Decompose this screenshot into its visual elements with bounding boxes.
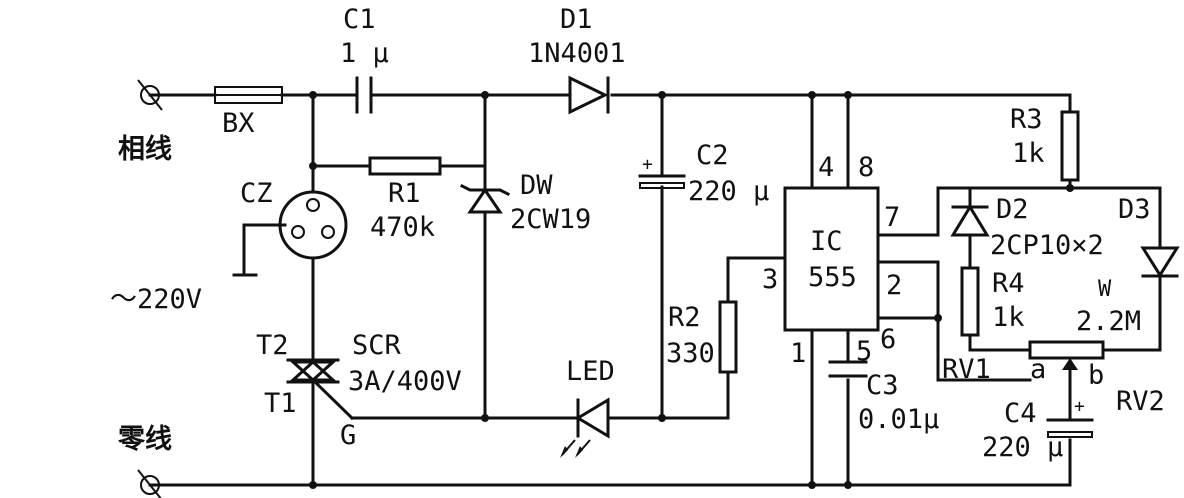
scr-value: 3A/400V [348,366,462,397]
pin2-label: 2 [886,270,902,301]
c2-name: C2 [696,140,729,171]
w-value: 2.2M [1076,306,1141,337]
capacitor-c2 [638,174,686,189]
pin1-label: 1 [790,338,806,369]
c3-name: C3 [866,370,899,401]
led-label: LED [566,356,615,387]
r3-name: R3 [1010,104,1043,135]
pin4-label: 4 [818,152,834,183]
capacitor-c4 [1046,418,1094,438]
capacitor-c1 [355,76,373,114]
dw-value: 2CW19 [510,204,591,235]
led [560,397,610,458]
r4-value: 1k [992,302,1025,333]
d1-name: D1 [560,4,593,35]
c1-name: C1 [343,4,376,35]
pin8-label: 8 [858,152,874,183]
neutral-line-label: 零线 [117,424,172,455]
t1-label: T1 [264,388,297,419]
node-b-label: b [1088,360,1104,391]
t2-label: T2 [256,330,289,361]
mains-label: ～220V [110,284,202,315]
neutral-terminal [137,469,162,498]
r1-value: 470k [370,212,435,243]
ic-name: IC [810,226,843,257]
ic-555 [783,186,880,332]
c1-value: 1 μ [340,38,389,69]
socket-cz [232,190,348,277]
scr-name: SCR [352,330,402,361]
resistor-r3 [1060,110,1080,182]
c4-plus: + [1074,396,1085,417]
fuse-bx [214,86,283,104]
bx-label: BX [222,108,255,139]
node-a-label: a [1030,354,1046,385]
pin6-label: 6 [880,324,896,355]
d1-value: 1N4001 [528,38,626,69]
w-name: W [1098,277,1112,302]
pin7-label: 7 [884,202,900,233]
wires [148,93,1162,487]
gate-label: G [340,420,356,451]
r2-name: R2 [668,302,701,333]
capacitor-c3 [828,360,868,378]
pin3-label: 3 [762,264,778,295]
r1-name: R1 [388,178,421,209]
resistor-r2 [718,300,738,374]
ic-value: 555 [808,262,857,293]
cz-label: CZ [240,178,273,209]
c3-value: 0.01μ [858,404,939,435]
potentiometer-w [1028,340,1105,370]
diode-d2 [950,204,990,237]
zener-dw [459,183,511,214]
r4-name: R4 [992,268,1025,299]
c2-value: 220 μ [688,176,769,207]
dw-name: DW [520,170,553,201]
rv1-label: RV1 [942,354,991,385]
d23-value: 2CP10×2 [990,230,1104,261]
c2-plus: + [642,154,653,175]
r3-value: 1k [1012,138,1045,169]
junction-dots [309,91,1074,489]
resistor-r4 [960,266,980,337]
c4-name: C4 [1004,398,1037,429]
labels: C1 1 μ D1 1N4001 BX 相线 CZ R1 470k DW 2CW… [110,4,1165,463]
r2-value: 330 [666,338,715,369]
phase-line-label: 相线 [118,134,172,165]
rv2-label: RV2 [1116,386,1165,417]
pin5-label: 5 [856,336,872,367]
resistor-r1 [368,156,442,176]
d2-name: D2 [996,194,1029,225]
phase-terminal [137,79,163,111]
d3-name: D3 [1118,194,1151,225]
c4-value: 220 μ [982,432,1063,463]
triac-scr [286,358,340,384]
diode-d3 [1140,246,1180,278]
diode-d1 [568,75,610,115]
